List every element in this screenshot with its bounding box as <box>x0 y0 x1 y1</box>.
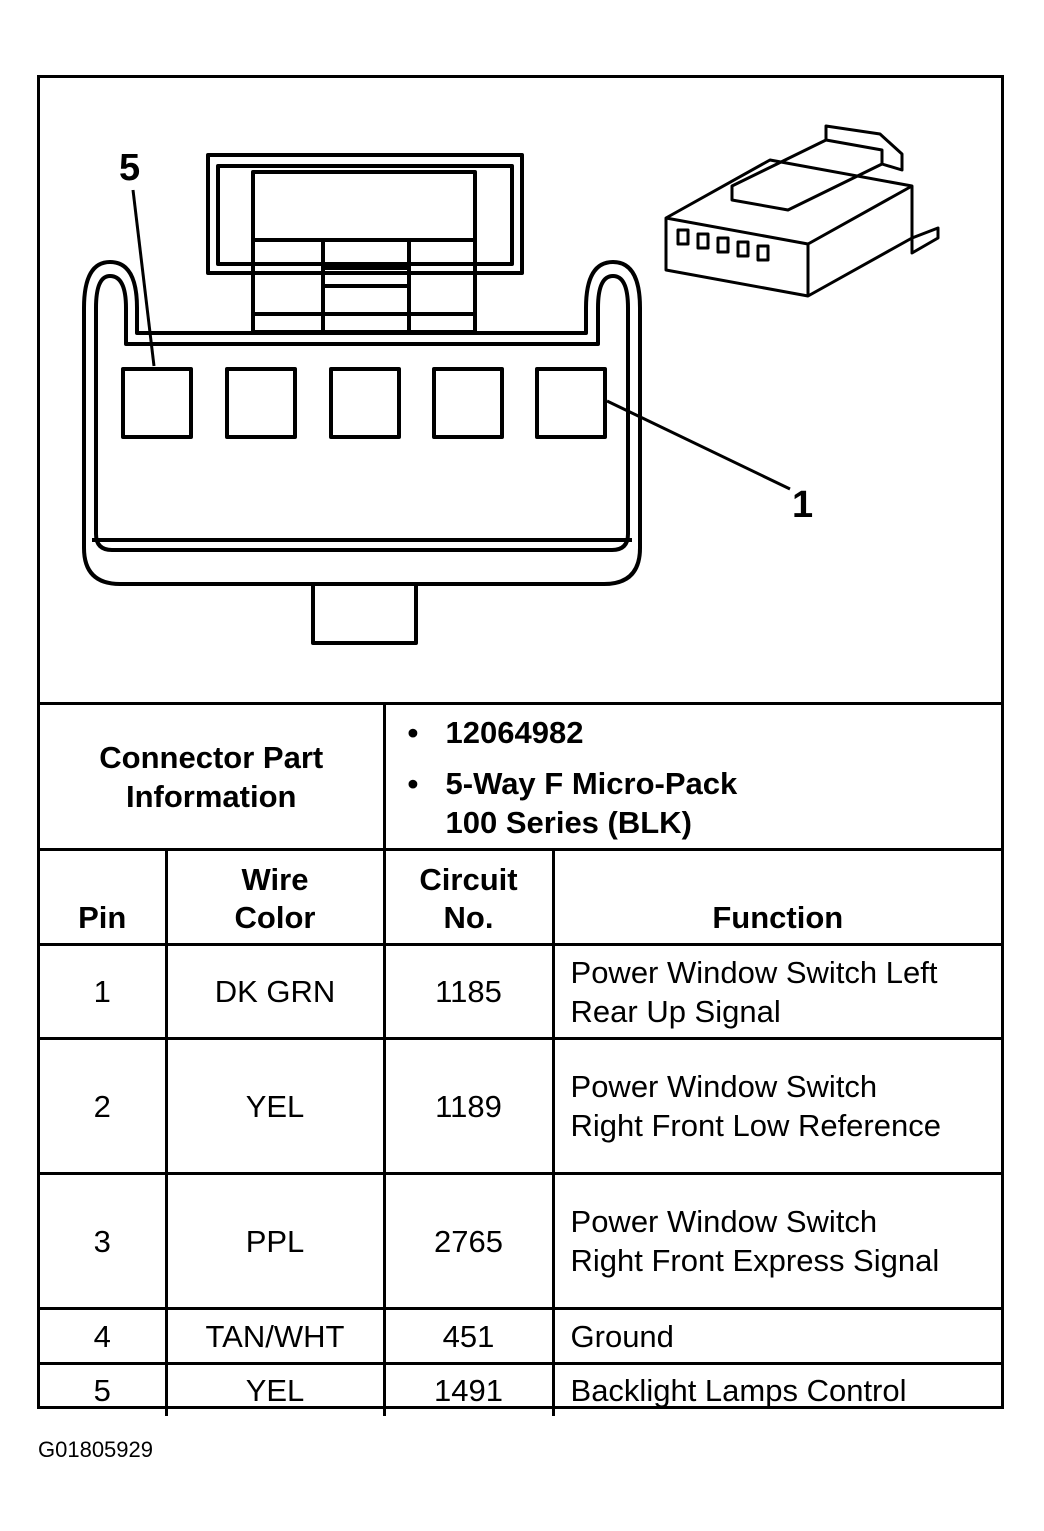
table-row: 2 YEL 1189 Power Window Switch Right Fro… <box>40 1037 1002 1175</box>
function-cell: Power Window Switch Right Front Express … <box>551 1172 1002 1310</box>
header-wire-color: Wire Color <box>164 848 386 946</box>
wire-color-cell: DK GRN <box>164 943 386 1040</box>
circuit-cell: 2765 <box>382 1172 555 1310</box>
connector-inner-wall <box>94 274 630 552</box>
connector-iso-icon <box>664 124 940 298</box>
wire-color-cell: YEL <box>164 1362 386 1416</box>
wire-color-cell: TAN/WHT <box>164 1307 386 1365</box>
pin-cell: 2 <box>40 1037 168 1175</box>
cavity-3 <box>329 367 401 439</box>
callout-1-leader <box>606 399 791 491</box>
figure-id: G01805929 <box>38 1437 153 1462</box>
connector-key <box>311 584 418 645</box>
wire-color-cell: YEL <box>164 1037 386 1175</box>
table-row: 5 YEL 1491 Backlight Lamps Control <box>40 1362 1002 1416</box>
pin-cell: 3 <box>40 1172 168 1310</box>
connector-body <box>82 260 642 586</box>
circuit-cell: 451 <box>382 1307 555 1365</box>
latch-outer <box>206 153 524 275</box>
function-cell: Power Window Switch Right Front Low Refe… <box>551 1037 1002 1175</box>
cavity-1 <box>535 367 607 439</box>
table-row: 4 TAN/WHT 451 Ground <box>40 1307 1002 1365</box>
pin-cell: 5 <box>40 1362 168 1416</box>
table-row: 1 DK GRN 1185 Power Window Switch Left R… <box>40 943 1002 1040</box>
table-row: 3 PPL 2765 Power Window Switch Right Fro… <box>40 1172 1002 1310</box>
header-row: Pin Wire Color Circuit No. Function <box>40 848 1002 946</box>
callout-label-1: 1 <box>792 484 814 526</box>
connector-diagram: 5 1 <box>40 78 1001 704</box>
header-function: Function <box>551 848 1002 946</box>
callout-5-leader <box>131 189 156 367</box>
circuit-cell: 1491 <box>382 1362 555 1416</box>
callout-label-5: 5 <box>119 147 141 189</box>
connector-part-number: 12064982 <box>408 713 1002 752</box>
connector-info-row: Connector Part Information 12064982 5-Wa… <box>40 702 1002 851</box>
function-cell: Backlight Lamps Control <box>551 1362 1002 1416</box>
header-pin: Pin <box>40 848 168 946</box>
circuit-cell: 1185 <box>382 943 555 1040</box>
pin-cell: 4 <box>40 1307 168 1365</box>
function-cell: Power Window Switch Left Rear Up Signal <box>551 943 1002 1040</box>
connector-info-value: 12064982 5-Way F Micro-Pack 100 Series (… <box>382 702 1002 851</box>
wire-color-cell: PPL <box>164 1172 386 1310</box>
header-circuit-no: Circuit No. <box>382 848 555 946</box>
cavity-4 <box>225 367 297 439</box>
connector-pinout-table: Connector Part Information 12064982 5-Wa… <box>40 702 1002 1416</box>
connector-info-label: Connector Part Information <box>40 702 386 851</box>
cavity-5 <box>121 367 193 439</box>
circuit-cell: 1189 <box>382 1037 555 1175</box>
pin-cell: 1 <box>40 943 168 1040</box>
function-cell: Ground <box>551 1307 1002 1365</box>
cavity-2 <box>432 367 504 439</box>
connector-info-list: 12064982 5-Way F Micro-Pack 100 Series (… <box>386 705 1002 848</box>
latch-inner <box>216 164 514 266</box>
figure-frame: 5 1 Connector Part Information 12064982 … <box>37 75 1004 1416</box>
connector-type: 5-Way F Micro-Pack 100 Series (BLK) <box>408 764 786 842</box>
latch-window <box>251 170 477 334</box>
connector-face-view <box>82 124 940 645</box>
